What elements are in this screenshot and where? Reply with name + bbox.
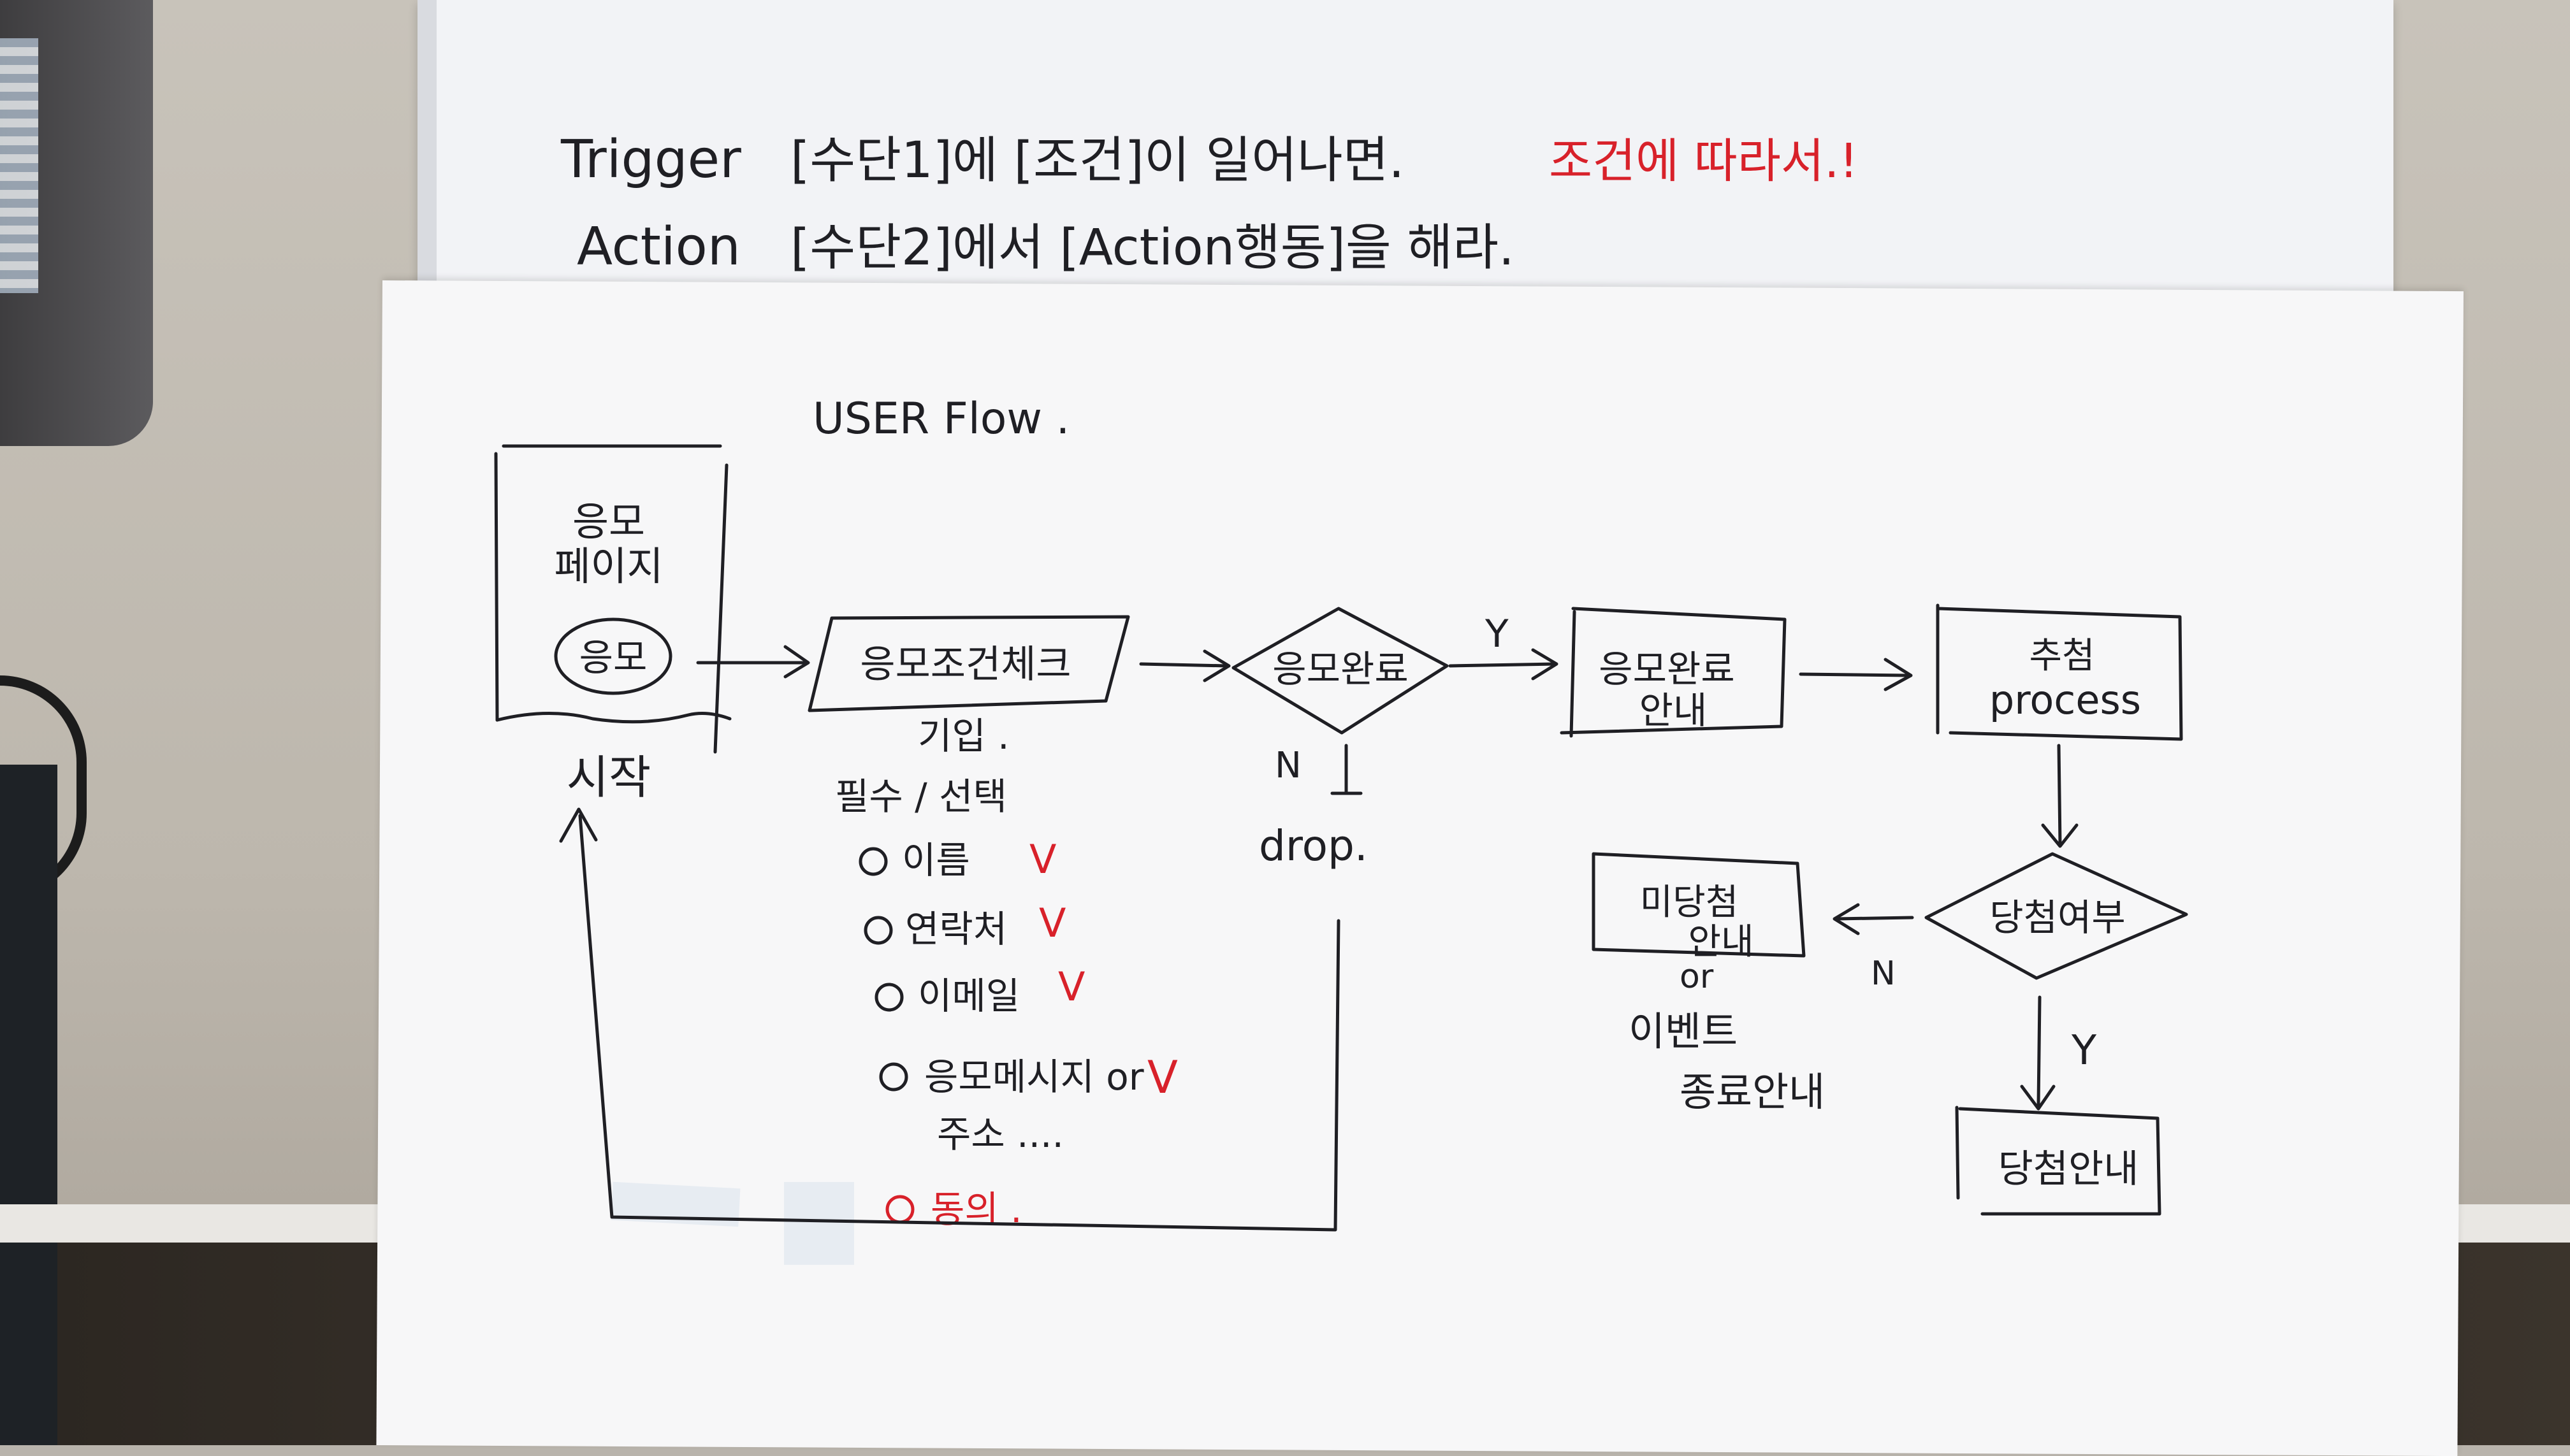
not-won-box: 미당첨 안내 or 이벤트 종료안내 — [1592, 852, 1825, 1115]
decision-apply-complete: 응모완료 Y N drop. — [1231, 607, 1509, 870]
arrow-to-complete — [1448, 662, 1557, 668]
action-text: [수단2]에서 [Action행동]을 해라. — [790, 219, 1514, 277]
decision1-label: 응모완료 — [1272, 647, 1408, 691]
drop-label: drop. — [1259, 821, 1368, 870]
decision2-yes: Y — [2071, 1027, 2097, 1074]
apply-button-label: 응모 — [579, 636, 648, 679]
won-box: 당첨안내 — [1955, 1106, 2161, 1216]
arrow-to-decision2 — [2057, 744, 2062, 846]
win-label: 당첨안내 — [1998, 1147, 2139, 1192]
complete-line1: 응모완료 — [1599, 647, 1734, 691]
nonwin-line2: 안내 — [1688, 921, 1753, 963]
decision2-label: 당첨여부 — [1989, 896, 2125, 939]
check-mark: V — [1058, 963, 1085, 1010]
trigger-red-note: 조건에 따라서.! — [1549, 134, 1858, 189]
start-box-line1: 응모 — [572, 498, 645, 545]
nonwin-end-notice: 종료안내 — [1680, 1069, 1825, 1115]
arrow-to-win — [2036, 995, 2042, 1107]
draw-process-box: 추첨 process — [1936, 603, 2183, 741]
apply-complete-box: 응모완료 안내 — [1560, 607, 1787, 738]
entry-notes: 기입 . 필수 / 선택 이름 V 연락처 V 이메일 V 응모메시지 or V… — [835, 714, 1178, 1231]
check-mark: V — [1039, 900, 1066, 946]
nonwin-or: or — [1680, 958, 1714, 996]
nonwin-line1: 미당첨 — [1640, 882, 1739, 923]
arrow-entry-to-decision — [1139, 662, 1229, 668]
trigger-label: Trigger — [560, 129, 741, 190]
decision2-no: N — [1871, 955, 1896, 993]
nonwin-event: 이벤트 — [1629, 1008, 1738, 1055]
decision1-yes: Y — [1485, 612, 1509, 656]
check-mark: V — [1029, 836, 1056, 883]
device-pad — [0, 38, 38, 293]
start-page-box: 응모 페이지 응모 시작 — [494, 444, 732, 804]
apply-button-circle — [554, 617, 672, 695]
trigger-text: [수단1]에 [조건]이 일어나면. — [790, 132, 1404, 189]
entry-check-box: 응모조건체크 — [808, 615, 1130, 712]
complete-line2: 안내 — [1639, 689, 1708, 732]
entry-note-required: 필수 / 선택 — [835, 775, 1007, 818]
field-message: 응모메시지 or — [924, 1055, 1144, 1099]
arrow-to-process — [1799, 672, 1911, 677]
flow-title: USER Flow . — [813, 394, 1070, 444]
field-name: 이름 — [902, 839, 970, 882]
start-box-line2: 페이지 — [554, 543, 663, 589]
tape-strip — [784, 1182, 854, 1265]
top-note-sheet — [417, 0, 2393, 299]
field-phone: 연락처 — [905, 907, 1007, 951]
loop-back-line — [578, 814, 1340, 1232]
arrow-to-nonwin — [1834, 916, 1914, 921]
top-note-sheet-edge — [417, 0, 437, 299]
field-email: 이메일 — [918, 974, 1020, 1018]
start-caption: 시작 — [567, 751, 651, 804]
field-address: 주소 .... — [937, 1113, 1064, 1156]
entry-note-input: 기입 . — [918, 714, 1010, 758]
decision-win: 당첨여부 Y N — [1871, 852, 2188, 1074]
process-line1: 추첨 — [2029, 635, 2094, 677]
action-label: Action — [577, 217, 741, 277]
decision1-no: N — [1275, 745, 1302, 786]
entry-check-label: 응모조건체크 — [860, 642, 1071, 687]
check-mark: V — [1147, 1051, 1178, 1104]
dark-device-edge — [0, 765, 57, 1445]
process-line2: process — [1989, 677, 2141, 723]
